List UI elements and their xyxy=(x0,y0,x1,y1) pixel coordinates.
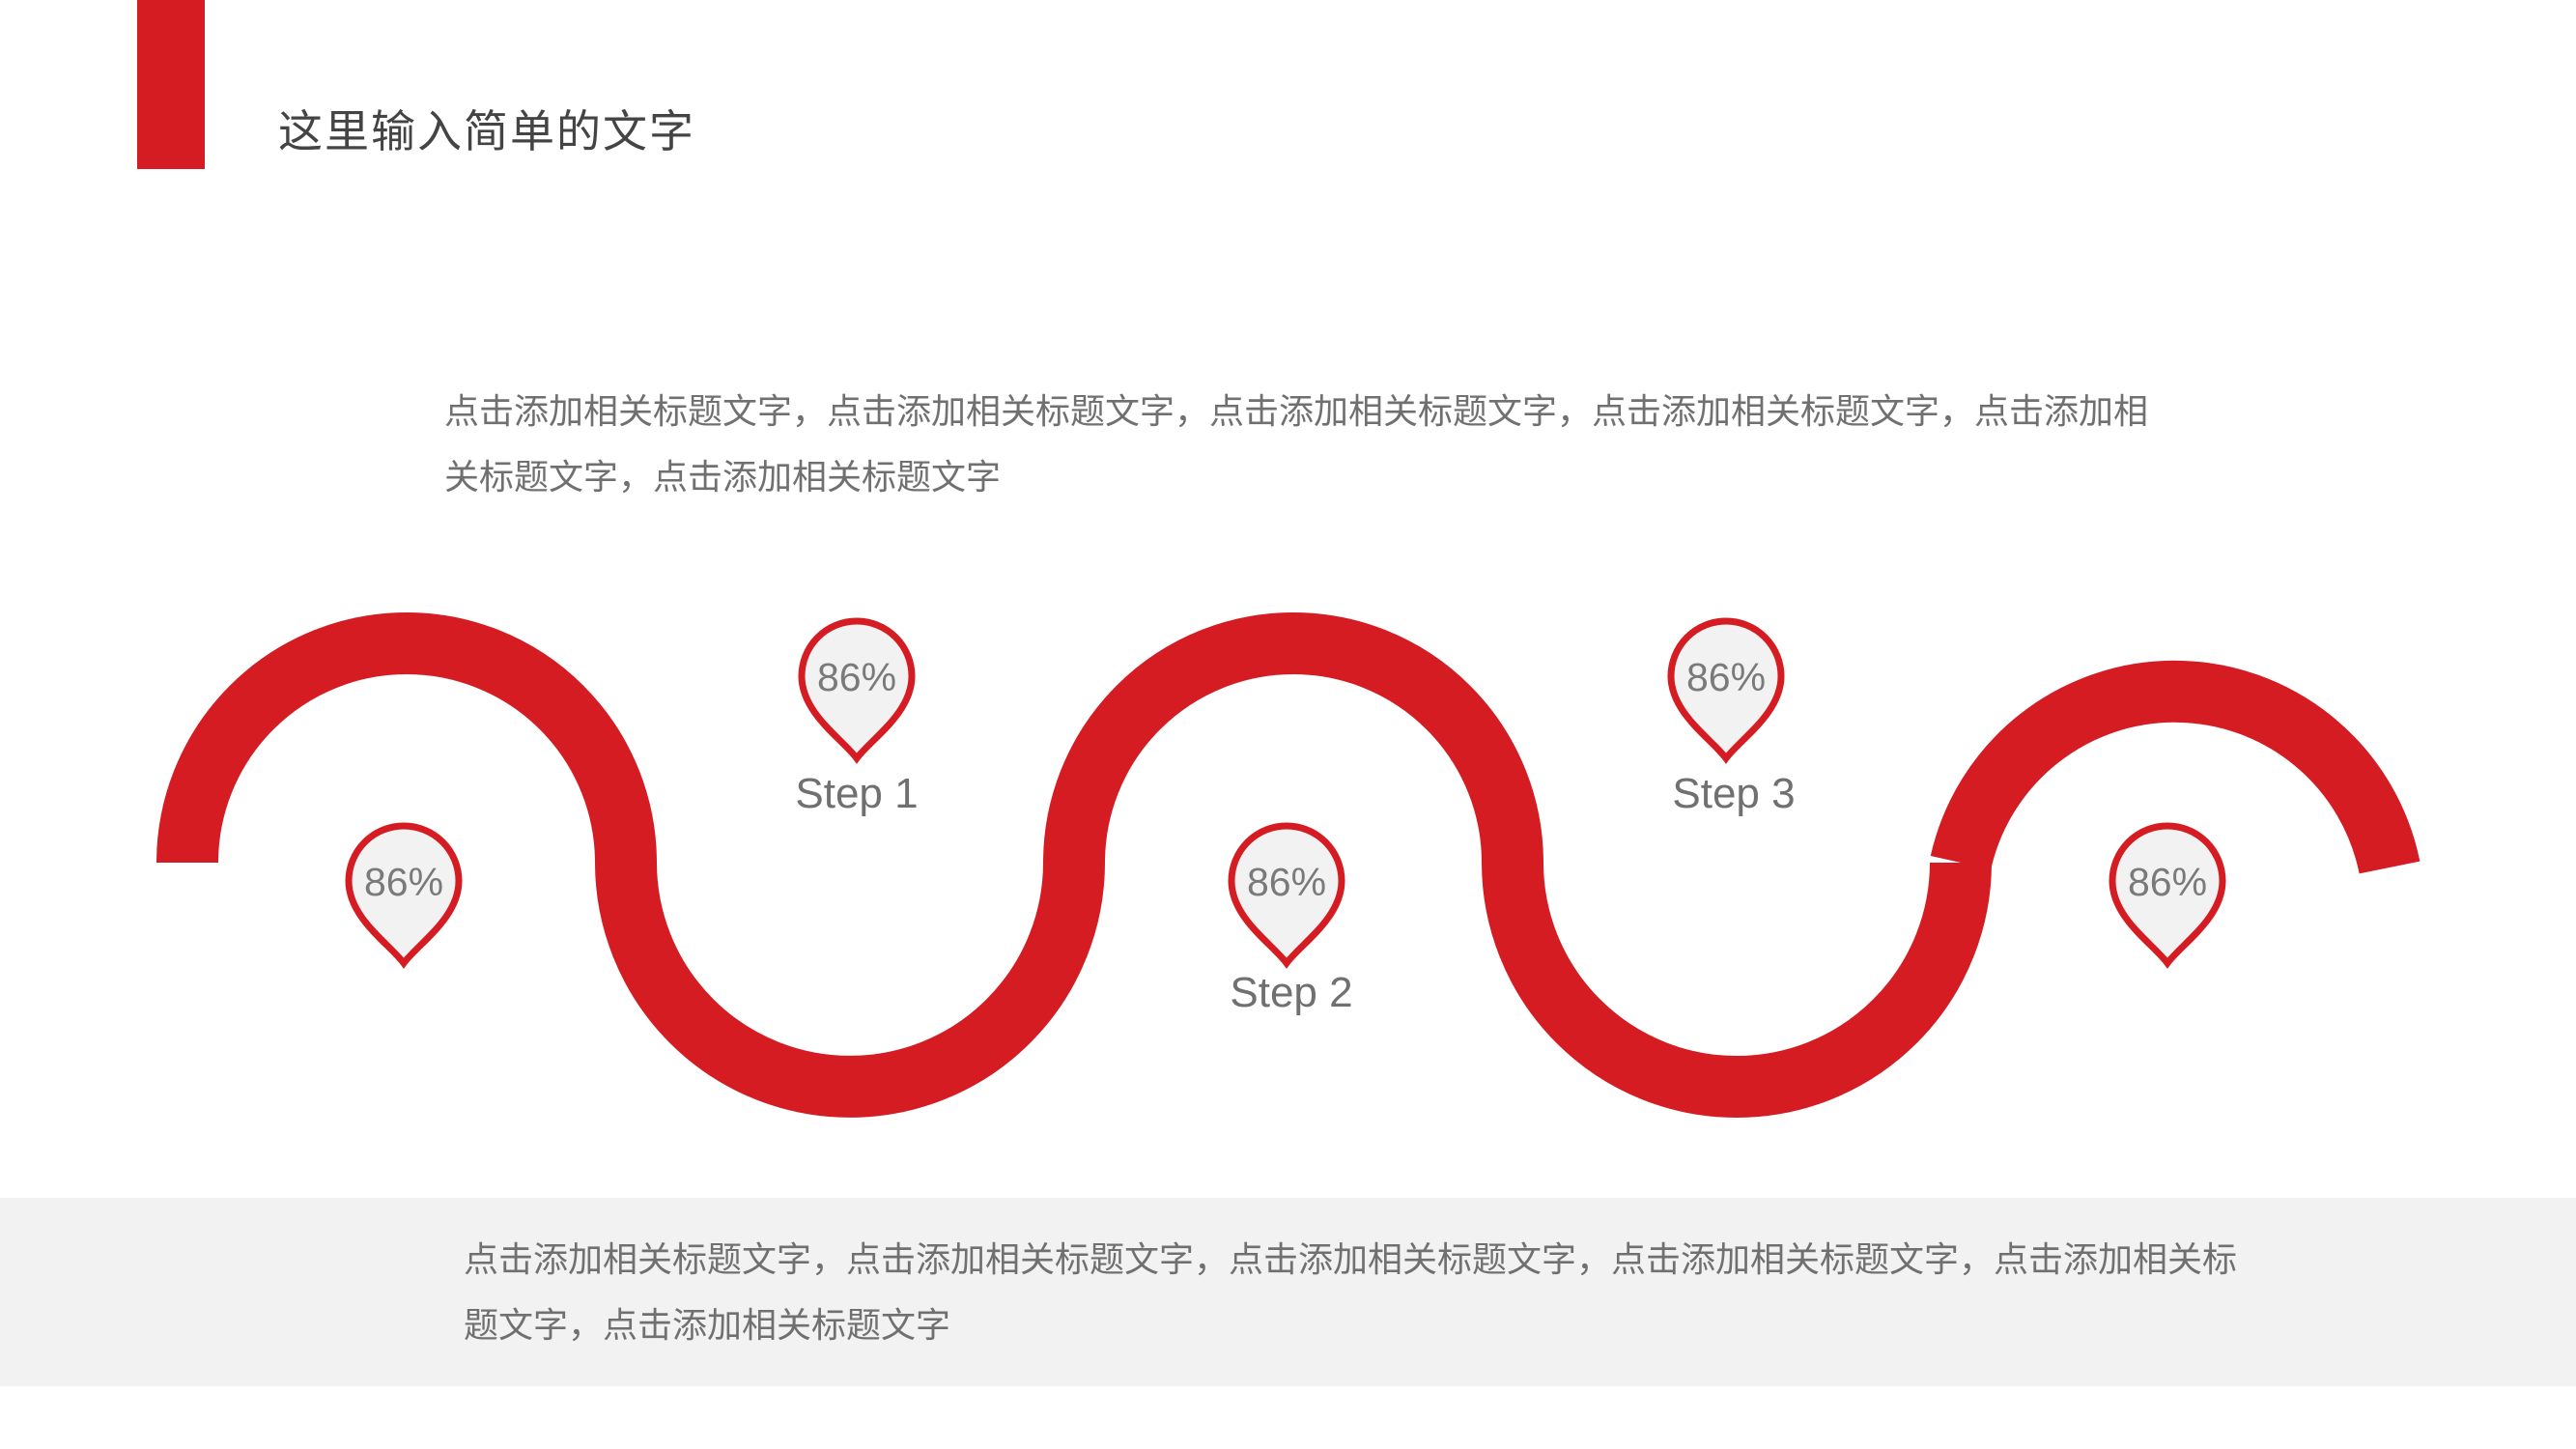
pin-value-2: 86% xyxy=(816,655,897,699)
wave-path xyxy=(156,612,2420,1118)
pin-marker-4 xyxy=(1667,617,1785,764)
wave-arc-1 xyxy=(156,612,657,864)
pin-marker-3 xyxy=(1228,822,1345,969)
title-accent-bar xyxy=(137,0,205,169)
footer-paragraph: 点击添加相关标题文字，点击添加相关标题文字，点击添加相关标题文字，点击添加相关标… xyxy=(464,1239,2238,1345)
pin-marker-5 xyxy=(2109,822,2226,969)
pin-value-4: 86% xyxy=(1685,655,1767,699)
pin-value-1: 86% xyxy=(363,860,444,904)
page-title: 这里输入简单的文字 xyxy=(278,106,695,156)
step-label-2: Step 2 xyxy=(1230,969,1353,1016)
step-label-3: Step 3 xyxy=(1672,770,1796,817)
intro-paragraph: 点击添加相关标题文字，点击添加相关标题文字，点击添加相关标题文字，点击添加相关标… xyxy=(444,391,2149,497)
wave-arc-2 xyxy=(595,862,1105,1118)
pin-marker-2 xyxy=(798,617,916,764)
pin-marker-1 xyxy=(345,822,463,969)
step-label-1: Step 1 xyxy=(795,770,919,817)
pin-value-3: 86% xyxy=(1246,860,1327,904)
pin-value-5: 86% xyxy=(2127,860,2208,904)
wave-arc-5 xyxy=(1930,660,2420,874)
wave-arc-4 xyxy=(1482,862,1992,1118)
footer-band xyxy=(0,1198,2576,1386)
wave-arc-3 xyxy=(1043,612,1543,864)
